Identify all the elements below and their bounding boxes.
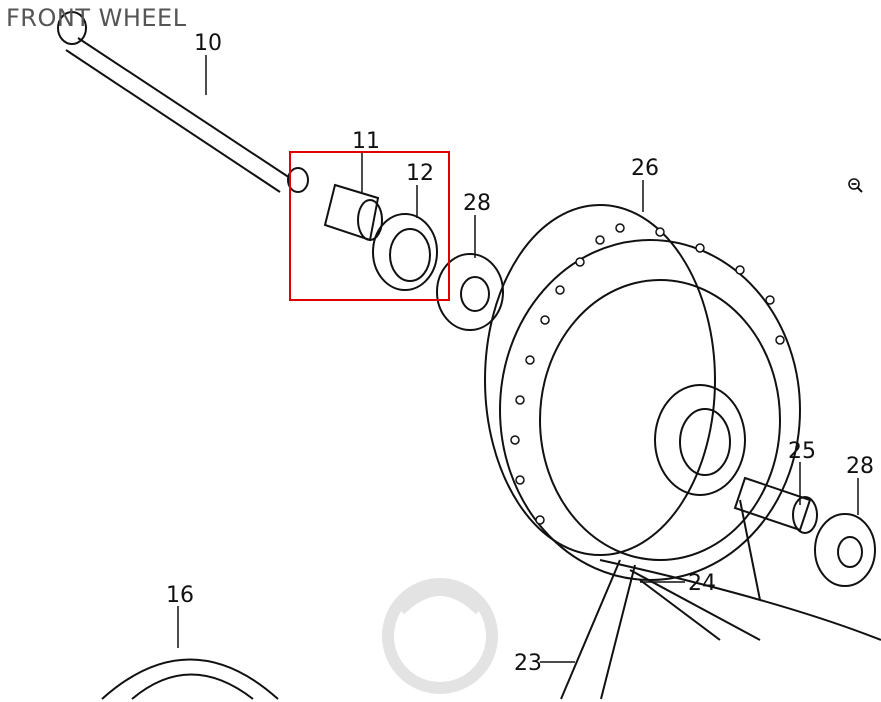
part-brake-shoe — [101, 658, 279, 700]
part-axle — [57, 11, 309, 193]
label-10: 10 — [194, 31, 222, 56]
label-16: 16 — [166, 583, 194, 608]
part-rim — [599, 559, 881, 641]
label-25: 25 — [788, 439, 816, 464]
label-11: 11 — [352, 129, 380, 154]
part-hub — [484, 204, 801, 581]
part-bearing-left — [436, 253, 504, 331]
part-oil-seal — [372, 213, 438, 291]
part-spacer — [323, 183, 383, 242]
label-24: 24 — [688, 571, 716, 596]
part-bearing-right — [814, 513, 876, 587]
zoom-out-icon[interactable] — [846, 176, 866, 196]
label-28-left: 28 — [463, 191, 491, 216]
part-distance-collar — [733, 476, 818, 534]
highlight-box — [289, 151, 450, 301]
watermark-logo — [382, 578, 498, 694]
label-26: 26 — [631, 156, 659, 181]
hub-spoke-holes — [510, 223, 785, 525]
diagram-title: FRONT WHEEL — [6, 4, 187, 32]
label-28-right: 28 — [846, 454, 874, 479]
label-12: 12 — [406, 161, 434, 186]
label-23: 23 — [514, 651, 542, 676]
